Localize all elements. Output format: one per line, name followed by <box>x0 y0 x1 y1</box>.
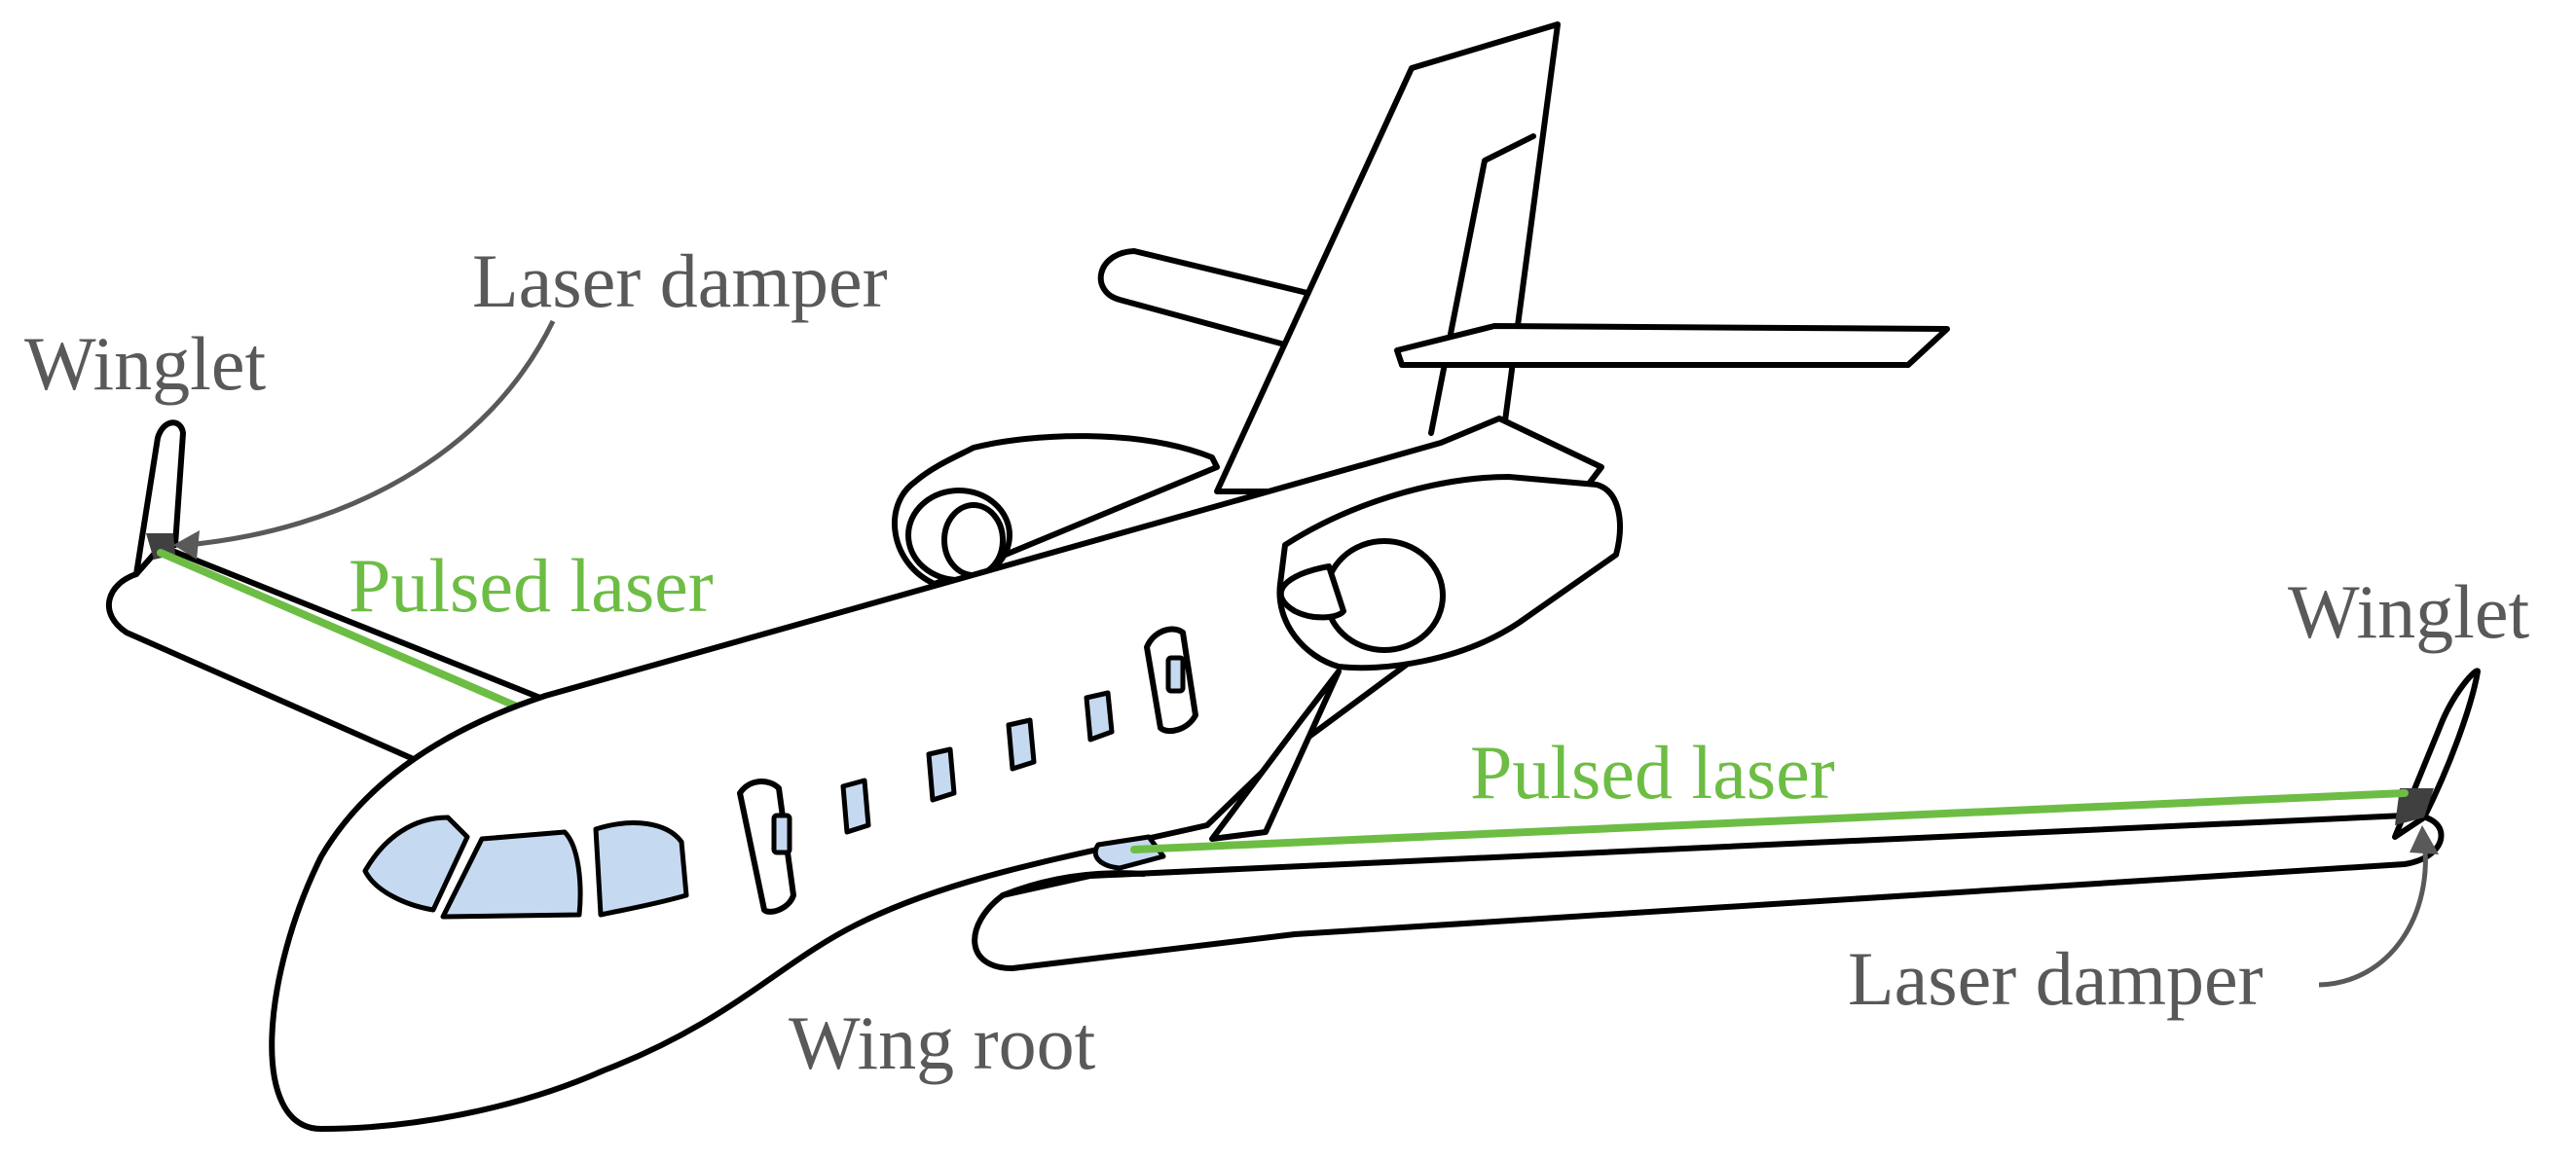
cockpit-window-2 <box>440 829 583 920</box>
laser-damper-left-label: Laser damper <box>472 238 888 323</box>
laser-damper-right-label: Laser damper <box>1848 936 2263 1021</box>
right-pulsed-laser-beam <box>1130 789 2409 853</box>
right-damper-arrow <box>2318 838 2428 988</box>
horizontal-stabilizer-left <box>1097 248 1346 358</box>
cabin-window-2 <box>926 746 957 803</box>
cabin-window-3 <box>1006 717 1037 772</box>
right-damper-arrowhead <box>2410 825 2439 854</box>
left-pulsed-laser-beam <box>157 549 564 729</box>
cockpit-window-1 <box>362 815 470 913</box>
left-damper-arrowhead <box>173 530 200 560</box>
pulsed-laser-right-label: Pulsed laser <box>1470 730 1835 815</box>
door-window <box>771 813 792 855</box>
wing-root-pod <box>1092 834 1166 871</box>
left-damper-arrow <box>186 319 556 548</box>
cockpit-window-3 <box>593 820 689 918</box>
wing-root-fairing <box>1000 870 1147 898</box>
right-engine-pylon <box>1209 669 1342 842</box>
emergency-exit-window <box>1165 655 1186 694</box>
wing-root-label: Wing root <box>789 1000 1096 1085</box>
pulsed-laser-left-label: Pulsed laser <box>349 543 714 628</box>
winglet-right-label: Winglet <box>2288 569 2529 654</box>
left-engine-core <box>941 502 1006 578</box>
cabin-window-1 <box>840 778 871 835</box>
cabin-window-4 <box>1084 690 1115 743</box>
right-engine-spinner <box>1277 563 1346 621</box>
horizontal-stabilizer-right <box>1394 323 1950 368</box>
right-laser-damper <box>2395 788 2434 825</box>
right-engine-intake <box>1323 538 1446 653</box>
winglet-left-label: Winglet <box>24 321 266 406</box>
